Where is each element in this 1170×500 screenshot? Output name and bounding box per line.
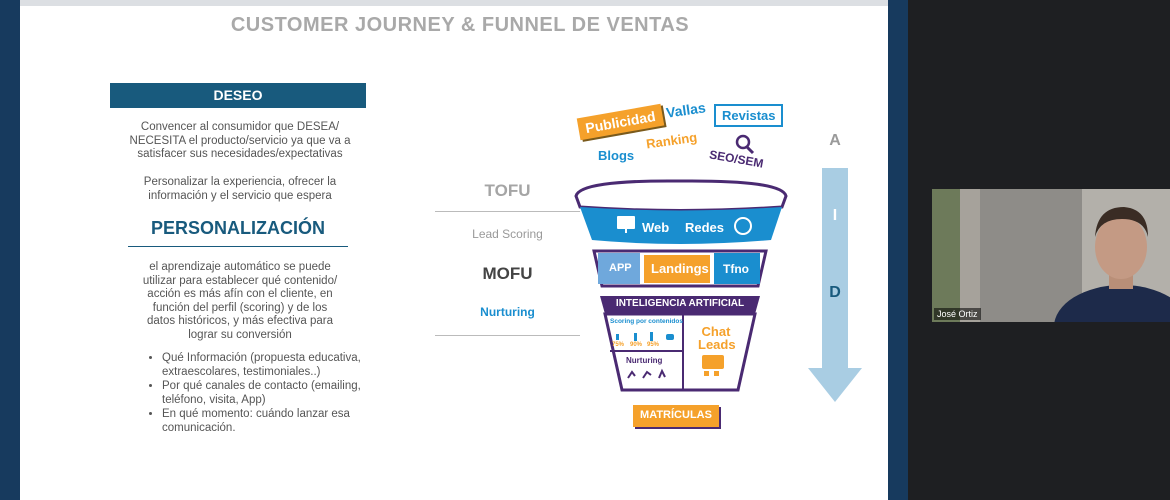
revistas-label: Revistas [714,104,784,127]
participant-video-tile[interactable]: José Ortiz [932,189,1170,322]
text-line: el aprendizaje automático se puede [149,261,331,273]
matriculas-box [633,405,719,427]
text-line: acción es más afín con el cliente, en [147,288,333,300]
funnel-ia-band [600,296,760,314]
nurturing-icons [627,368,666,379]
text-line: información y el servicio que espera [148,189,332,202]
funnel-landings-label: Landings [651,261,709,276]
stage-divider [435,211,580,212]
redes-circle-icon [734,217,752,235]
scoring-icons [616,332,674,341]
participant-video-frame [932,189,1170,322]
funnel-redes-label: Redes [685,220,725,235]
text-line: función del perfil (scoring) y de los [152,301,328,314]
funnel-tfno-label: Tfno [723,262,749,276]
chat-icon [702,355,724,376]
window-edge-left [0,0,20,500]
stage-tofu: TOFU [484,181,531,200]
leads-label: Leads [698,337,736,352]
stage-mofu: MOFU [482,264,533,283]
nurturing-small-label: Nurturing [626,356,663,365]
stage-lead-scoring: Lead Scoring [472,227,543,241]
bullet-item: Qué Información (propuesta educativa, ex… [162,352,402,379]
chat-label: Chat [701,324,731,339]
personalizacion-bullets: Qué Información (propuesta educativa, ex… [144,352,402,436]
funnel-app-label: APP [609,262,632,274]
scoring-label: Scoring por contenidos [610,318,683,325]
text-line: lograr su conversión [188,328,292,341]
text-line: NECESITA el producto/servicio ya que va … [129,134,351,147]
stage-nurturing: Nurturing [480,305,535,319]
scoring-percent-2: 90% [630,342,643,348]
sales-funnel-graphic [574,134,862,429]
slide-title: CUSTOMER JOURNEY & FUNNEL DE VENTAS [230,14,690,36]
text-line: satisfacer sus necesidades/expectativas [137,148,343,160]
funnel-web-label: Web [642,220,670,235]
personalizacion-heading: PERSONALIZACIÓN [150,218,325,238]
aida-letter-i: I [832,207,838,224]
personalizacion-body: el aprendizaje automático se puede utili… [120,261,360,342]
slide-top-band [20,0,888,6]
scoring-percent-1: 75% [612,342,625,348]
deseo-heading: DESEO [110,83,366,108]
aida-letter-a: A [829,132,841,149]
scoring-percent-3: 95% [647,342,660,348]
funnel-ia-label: INTELIGENCIA ARTIFICIAL [615,298,745,309]
bullet-item: Por qué canales de contacto (emailing, t… [162,380,402,407]
text-line: utilizar para establecer qué contenido/ [142,274,338,287]
deseo-paragraph-1: Convencer al consumidor que DESEA/ NECES… [120,121,360,162]
magnifier-icon [735,134,755,155]
participant-name: José Ortiz [934,308,981,320]
window-edge-right [888,0,908,500]
presentation-slide: CUSTOMER JOURNEY & FUNNEL DE VENTAS DESE… [20,0,888,500]
funnel-rim [574,179,788,212]
aid-arrow-icon [808,168,862,402]
deseo-paragraph-2: Personalizar la experiencia, ofrecer la … [120,176,360,203]
aida-letter-d: D [829,284,841,301]
text-line: Personalizar la experiencia, ofrecer la [143,176,337,188]
chat-leads-label: Chat Leads [698,324,736,352]
blogs-label: Blogs [598,148,635,163]
matriculas-label: MATRÍCULAS [640,409,712,421]
monitor-icon [617,216,635,229]
stage-divider [435,335,580,336]
bullet-item: En qué momento: cuándo lanzar esa comuni… [162,408,402,435]
personalizacion-underline [128,246,348,247]
text-line: datos históricos, y más efectiva para [147,315,333,327]
text-line: Convencer al consumidor que DESEA/ [140,121,340,133]
